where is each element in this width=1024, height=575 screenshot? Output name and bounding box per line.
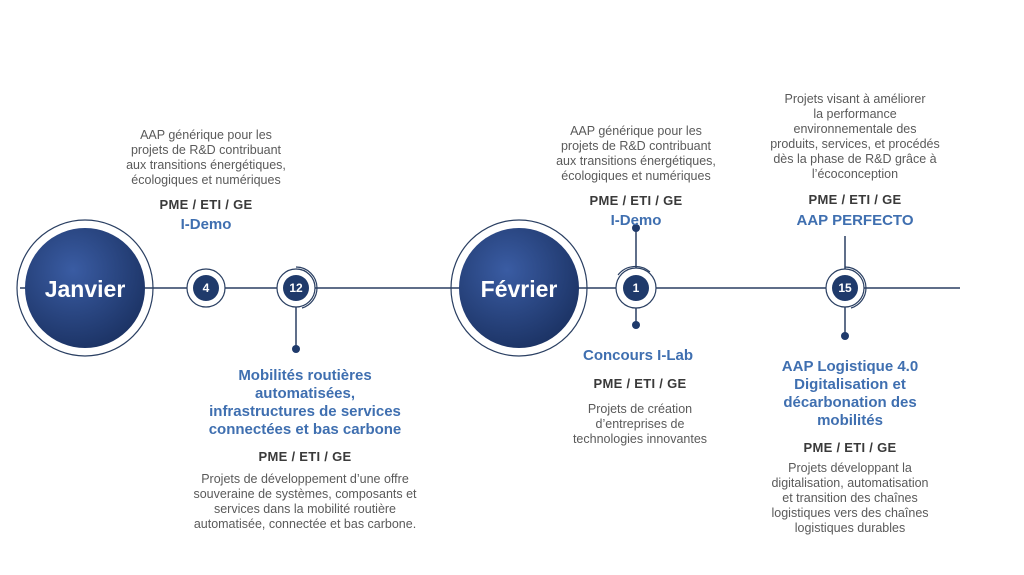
month-label-february: Février — [481, 276, 558, 302]
idemo-feb-title: I-Demo — [610, 212, 662, 229]
month-node-january: Janvier — [16, 219, 154, 357]
idemo-feb-audience: PME / ETI / GE — [589, 193, 683, 208]
date-marker-label: 12 — [289, 281, 303, 295]
date-marker-label: 1 — [633, 281, 640, 295]
perfecto-title: AAP PERFECTO — [796, 212, 914, 229]
date-marker-12: 12 — [276, 266, 318, 353]
ilab-description: Projets de création d’entreprises de tec… — [572, 402, 708, 446]
date-marker-label: 15 — [838, 281, 852, 295]
ilab-audience: PME / ETI / GE — [593, 376, 687, 391]
date-marker-15: 15 — [825, 236, 867, 340]
logistique-description: Projets développant la digitalisation, a… — [771, 461, 929, 535]
date-marker-label: 4 — [203, 281, 210, 295]
mobilites-audience: PME / ETI / GE — [258, 449, 352, 464]
idemo-jan-description: AAP générique pour les projets de R&D co… — [126, 128, 286, 187]
idemo-jan-audience: PME / ETI / GE — [159, 197, 253, 212]
idemo-feb-description: AAP générique pour les projets de R&D co… — [556, 124, 716, 183]
month-label-january: Janvier — [45, 276, 126, 302]
perfecto-description: Projets visant à améliorer la performanc… — [770, 92, 940, 181]
idemo-jan-title: I-Demo — [180, 216, 232, 233]
logistique-title: AAP Logistique 4.0 Digitalisation et déc… — [781, 358, 919, 429]
ilab-title: Concours I-Lab — [582, 347, 693, 364]
logistique-audience: PME / ETI / GE — [803, 440, 897, 455]
date-marker-1: 1 — [615, 224, 657, 329]
month-node-february: Février — [450, 219, 588, 357]
date-marker-4: 4 — [186, 268, 226, 308]
mobilites-title: Mobilités routières automatisées, infras… — [208, 367, 402, 438]
perfecto-audience: PME / ETI / GE — [808, 192, 902, 207]
mobilites-description: Projets de développement d’une offre sou… — [193, 472, 417, 531]
